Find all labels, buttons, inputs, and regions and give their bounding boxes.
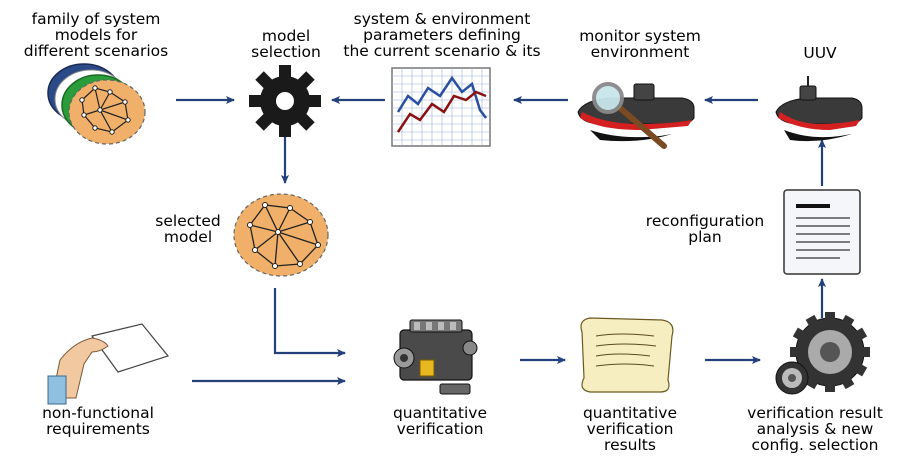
- line-chart-icon: [391, 67, 491, 147]
- model-graph-icon: [233, 193, 329, 277]
- hand-with-paper-icon: [47, 323, 170, 405]
- label-monitor-system-environment: monitor system environment: [579, 27, 701, 61]
- label-reconfiguration-plan: reconfiguration plan: [645, 212, 765, 246]
- arrow-selected-to-verification: [273, 288, 346, 357]
- label-verification-result-analysis: verification result analysis & new confi…: [747, 404, 883, 454]
- engine-icon: [393, 319, 478, 395]
- label-model-selection: model selection: [251, 27, 321, 61]
- label-quantitative-verification-results: quantitative verification results: [582, 404, 678, 454]
- label-non-functional-requirements: non-functional requirements: [42, 404, 154, 438]
- label-system-environment-parameters: system & environment parameters defining…: [343, 10, 541, 60]
- gears-icon: [775, 312, 870, 395]
- submarine-icon: [775, 76, 863, 142]
- stacked-model-graphs-icon: [47, 63, 146, 145]
- label-uuv: UUV: [803, 44, 837, 62]
- submarine-magnifier-icon: [577, 82, 695, 149]
- label-quantitative-verification: quantitative verification: [392, 404, 488, 438]
- document-icon: [783, 189, 861, 275]
- scroll-icon: [580, 317, 674, 393]
- connector-arrows: [176, 96, 826, 385]
- label-selected-model: selected model: [155, 212, 221, 246]
- label-family-of-system-models: family of system models for different sc…: [23, 10, 169, 60]
- gear-icon: [249, 65, 321, 137]
